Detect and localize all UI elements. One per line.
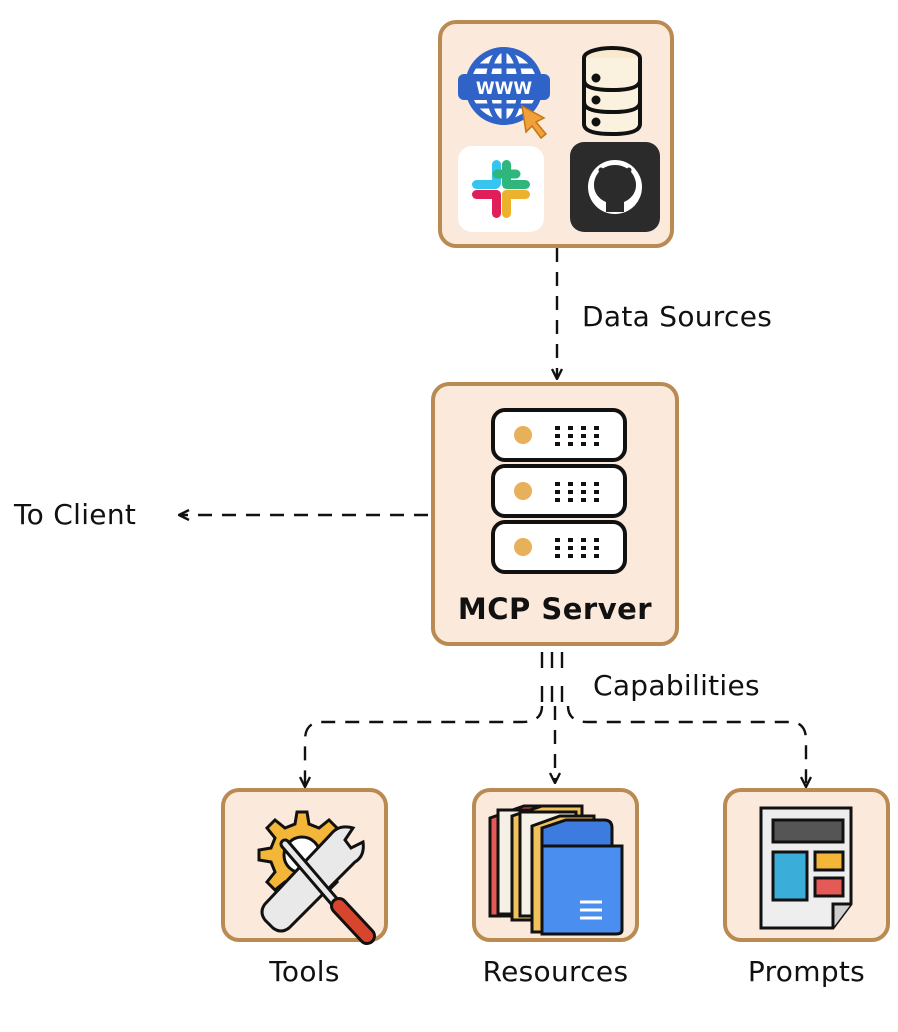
database-icon xyxy=(582,46,642,137)
data-sources-label: Data Sources xyxy=(582,300,773,333)
tools-icon xyxy=(257,810,376,945)
server-icon xyxy=(491,408,627,574)
prompt-document-icon xyxy=(759,806,853,930)
svg-text:WWW: WWW xyxy=(476,79,533,99)
slack-icon xyxy=(458,146,544,232)
resources-label: Resources xyxy=(482,955,629,988)
tools-branch xyxy=(305,705,544,786)
prompts-branch xyxy=(566,705,806,786)
web-icon: WWW xyxy=(458,47,550,140)
data-sources-box: WWW xyxy=(438,20,674,248)
capability-trunk xyxy=(540,652,564,702)
resources-box xyxy=(472,788,639,942)
tools-box xyxy=(221,788,388,945)
mcp-server-box: MCP Server xyxy=(431,382,679,646)
github-icon xyxy=(570,142,660,232)
to-client-label: To Client xyxy=(14,498,137,531)
capabilities-label: Capabilities xyxy=(593,669,760,702)
mcp-server-label: MCP Server xyxy=(457,592,653,626)
sources-icons: WWW xyxy=(458,46,660,232)
prompts-box xyxy=(723,788,890,942)
tools-label: Tools xyxy=(269,955,340,988)
folders-icon xyxy=(488,804,624,936)
prompts-label: Prompts xyxy=(747,955,866,988)
